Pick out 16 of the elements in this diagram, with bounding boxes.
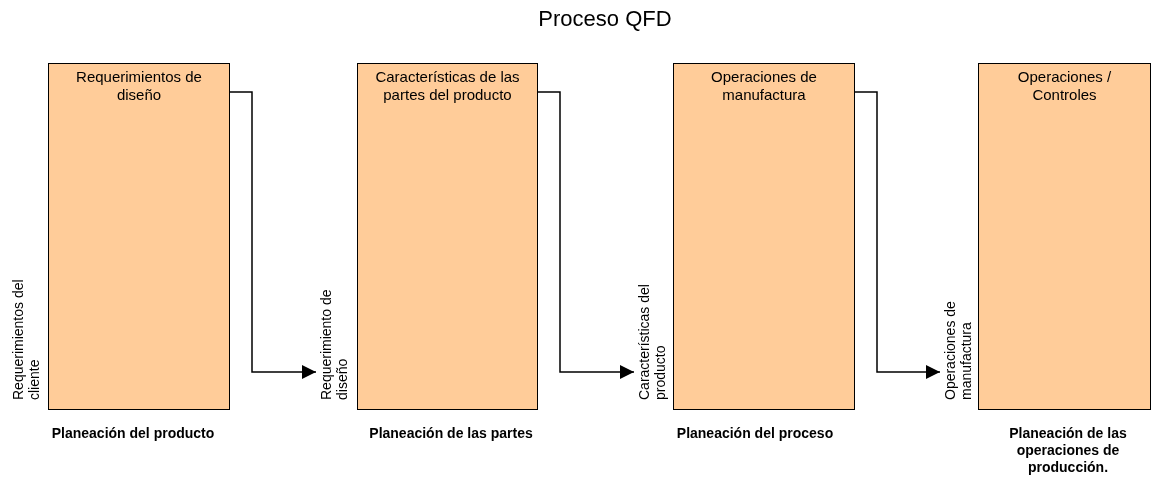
arrow bbox=[537, 91, 635, 379]
box-heading: Operaciones de manufactura bbox=[710, 68, 818, 104]
stage-caption: Planeación del proceso bbox=[675, 425, 835, 442]
input-label: Características del producto bbox=[636, 283, 668, 400]
arrow bbox=[229, 91, 317, 379]
input-label: Operaciones de manufactura bbox=[942, 300, 974, 400]
input-label: Requerimiento de diseño bbox=[318, 288, 350, 400]
box-heading: Requerimientos de diseño bbox=[75, 68, 203, 104]
box-heading: Características de las partes del producto bbox=[374, 68, 521, 104]
arrow bbox=[854, 91, 941, 379]
diagram-title: Proceso QFD bbox=[537, 6, 673, 32]
input-label: Requerimientos del cliente bbox=[10, 278, 42, 400]
stage-caption: Planeación de las operaciones de producción. bbox=[1008, 425, 1128, 476]
stage-caption: Planeación del producto bbox=[50, 425, 216, 442]
box-heading: Operaciones / Controles bbox=[1016, 68, 1113, 104]
stage-caption: Planeación de las partes bbox=[368, 425, 534, 442]
